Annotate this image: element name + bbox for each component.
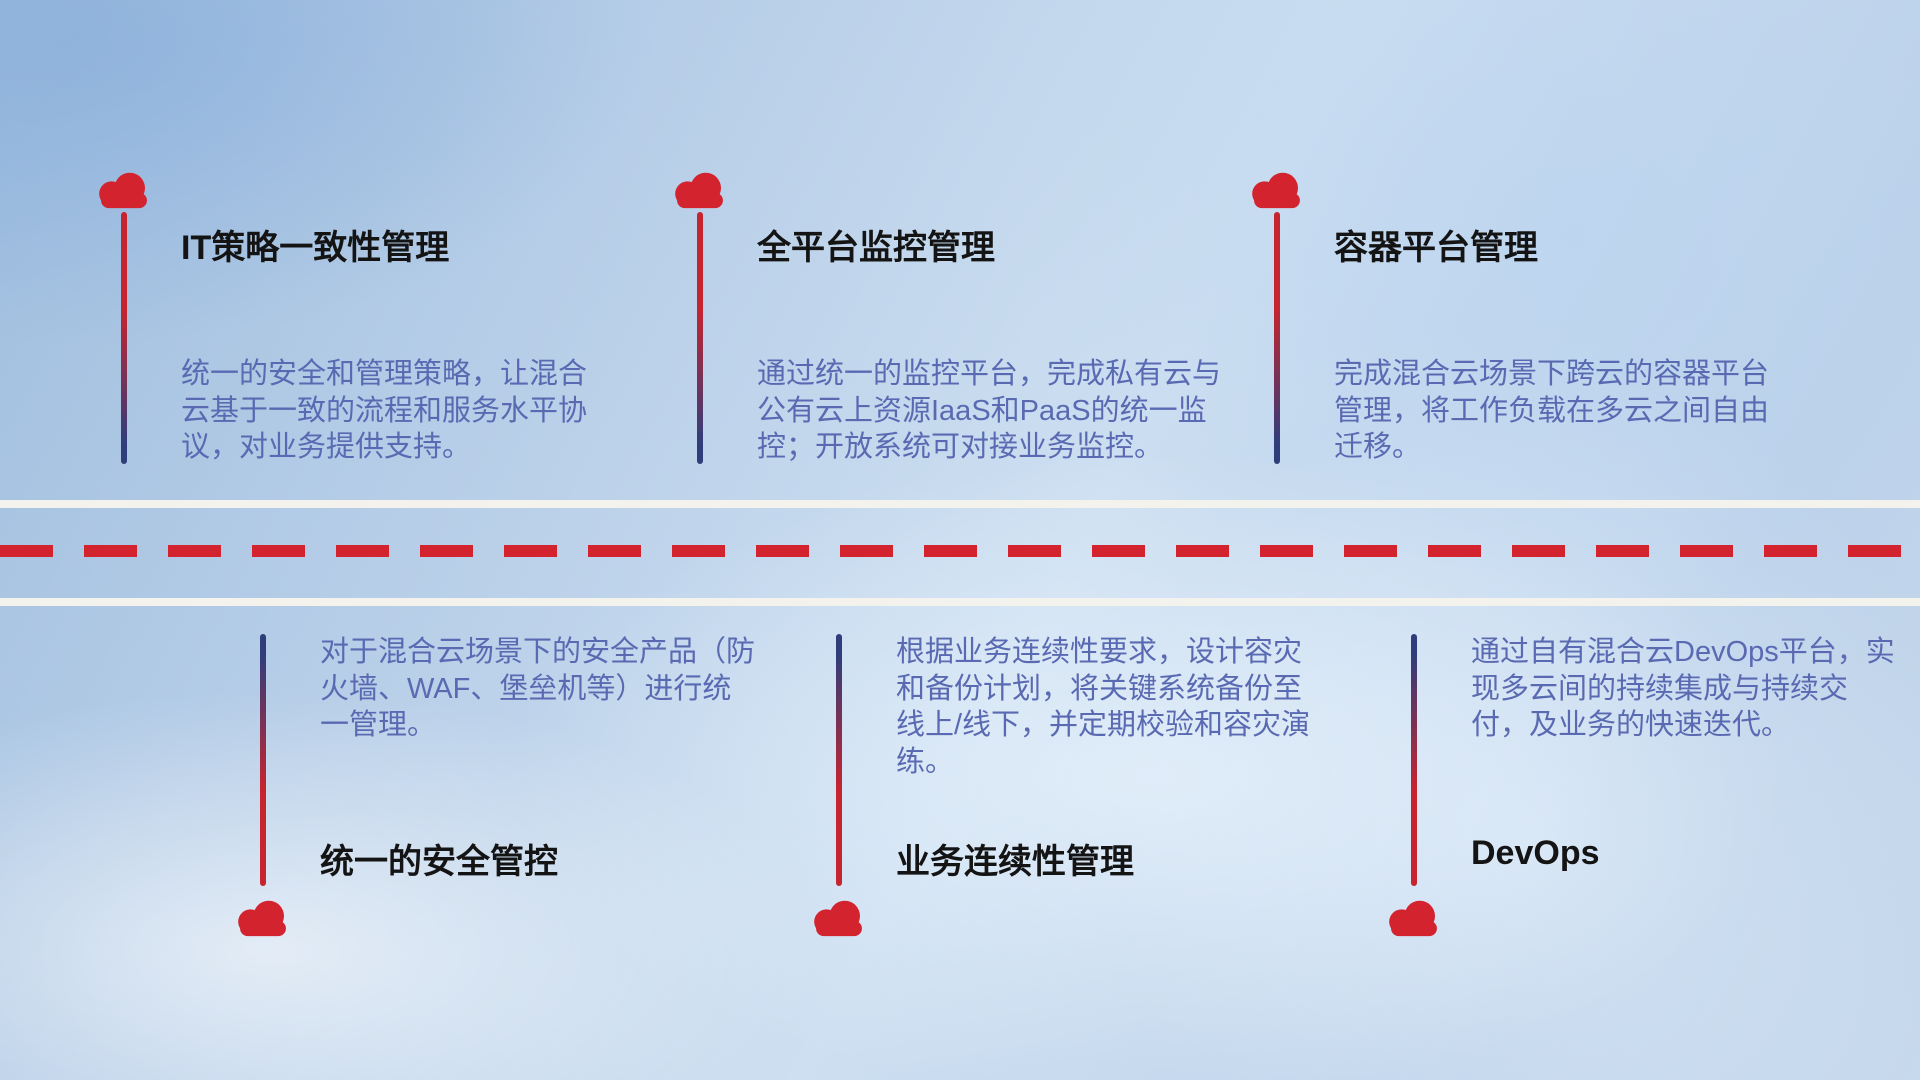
item-title: 全平台监控管理	[757, 229, 995, 267]
cloud-icon	[1246, 168, 1308, 210]
capability-item-devops: 通过自有混合云DevOps平台，实现多云间的持续集成与持续交付，及业务的快速迭代…	[1383, 634, 1920, 964]
cloud-icon	[1383, 896, 1445, 938]
connector-line	[1411, 634, 1417, 886]
item-title: 业务连续性管理	[896, 843, 1134, 881]
capability-item-monitoring: 全平台监控管理 通过统一的监控平台，完成私有云与公有云上资源IaaS和PaaS的…	[669, 168, 1229, 498]
connector-line	[836, 634, 842, 886]
connector-line	[260, 634, 266, 886]
item-description: 通过自有混合云DevOps平台，实现多云间的持续集成与持续交付，及业务的快速迭代…	[1471, 636, 1895, 742]
cloud-icon	[93, 168, 155, 210]
road-bottom-line	[0, 598, 1920, 606]
connector-line	[697, 212, 703, 464]
connector-line	[121, 212, 127, 464]
item-description: 统一的安全和管理策略，让混合云基于一致的流程和服务水平协议，对业务提供支持。	[181, 358, 588, 464]
connector-line	[1274, 212, 1280, 464]
item-title: 容器平台管理	[1334, 229, 1538, 267]
cloud-icon	[808, 896, 870, 938]
cloud-icon	[232, 896, 294, 938]
item-description: 通过统一的监控平台，完成私有云与公有云上资源IaaS和PaaS的统一监控；开放系…	[757, 358, 1222, 464]
item-description: 根据业务连续性要求，设计容灾和备份计划，将关键系统备份至线上/线下，并定期校验和…	[896, 636, 1311, 778]
capability-item-it-policy: IT策略一致性管理 统一的安全和管理策略，让混合云基于一致的流程和服务水平协议，…	[93, 168, 653, 498]
item-title: DevOps	[1471, 834, 1600, 872]
item-title: 统一的安全管控	[320, 843, 558, 881]
capability-item-security-control: 对于混合云场景下的安全产品（防火墙、WAF、堡垒机等）进行统一管理。 统一的安全…	[232, 634, 792, 964]
item-description: 对于混合云场景下的安全产品（防火墙、WAF、堡垒机等）进行统一管理。	[320, 636, 756, 742]
item-title: IT策略一致性管理	[181, 229, 450, 267]
road-top-line	[0, 500, 1920, 508]
capability-item-container-platform: 容器平台管理 完成混合云场景下跨云的容器平台管理，将工作负载在多云之间自由迁移。	[1246, 168, 1806, 498]
cloud-icon	[669, 168, 731, 210]
item-description: 完成混合云场景下跨云的容器平台管理，将工作负载在多云之间自由迁移。	[1334, 358, 1770, 464]
capability-item-business-continuity: 根据业务连续性要求，设计容灾和备份计划，将关键系统备份至线上/线下，并定期校验和…	[808, 634, 1368, 964]
road-dashed-center-line	[0, 545, 1920, 557]
